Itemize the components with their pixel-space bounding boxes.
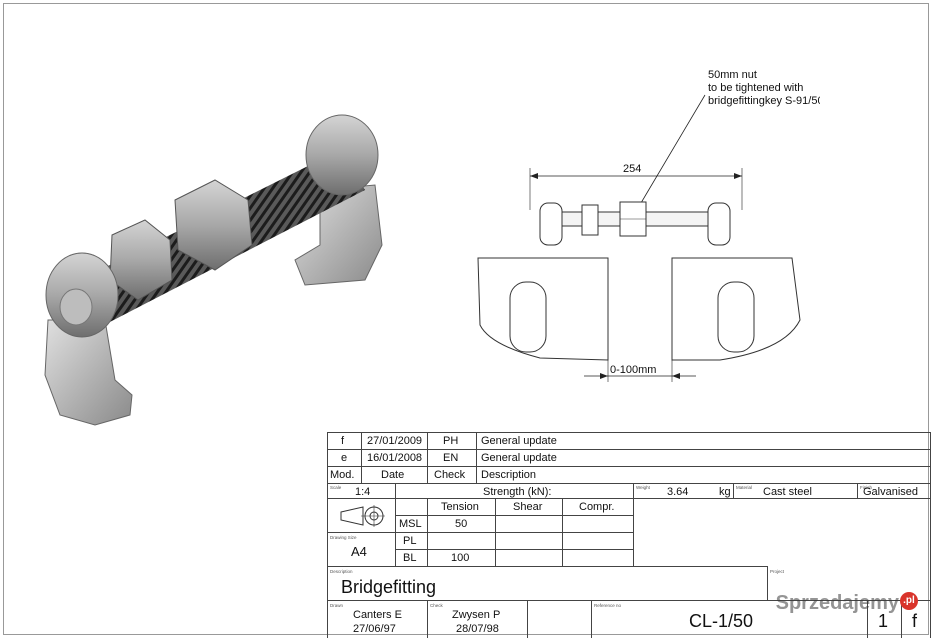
- front-view: 50mm nut to be tightened with bridgefitt…: [477, 69, 820, 382]
- finish-value: Galvanised: [863, 486, 919, 498]
- row-label-pl: PL: [403, 535, 417, 547]
- weight-unit: kg: [719, 486, 731, 498]
- revision-e-check: EN: [443, 452, 459, 464]
- watermark-badge: .pl: [900, 592, 918, 610]
- scale-value: 1:4: [355, 486, 371, 498]
- description-label: Description: [330, 569, 353, 574]
- material-value: Cast steel: [763, 486, 812, 498]
- drawing-frame: [3, 3, 929, 635]
- center-nut: [174, 179, 253, 271]
- left-knuckle: [539, 202, 563, 246]
- revision-f-check: PH: [443, 435, 459, 447]
- reference-label: Reference no: [594, 603, 622, 608]
- checked-date: 28/07/98: [456, 623, 499, 635]
- revision-e-description: General update: [481, 452, 557, 464]
- title-block: f 27/01/2009 PH General update e 16/01/2…: [327, 432, 931, 638]
- note-line-2: to be tightened with: [708, 82, 803, 94]
- note-line-3: bridgefittingkey S-91/50: [708, 95, 820, 107]
- column-compr: Compr.: [579, 501, 615, 513]
- drawn-by: Canters E: [353, 609, 402, 621]
- note-line-1: 50mm nut: [708, 69, 757, 81]
- projection-symbol-icon: [340, 505, 385, 527]
- drawing-size-label: Drawing Size: [330, 535, 357, 540]
- msl-tension: 50: [455, 518, 468, 530]
- checked-label: Check: [430, 603, 443, 608]
- revision-header-check: Check: [434, 469, 466, 481]
- scale-label: Scale: [330, 485, 342, 490]
- weight-value: 3.64: [667, 486, 689, 498]
- lock-nut-front: [581, 204, 599, 236]
- dimension-width-label: 254: [623, 163, 641, 175]
- column-shear: Shear: [513, 501, 543, 513]
- row-label-bl: BL: [403, 552, 417, 564]
- revision-f-description: General update: [481, 435, 557, 447]
- revision-f-mod: f: [341, 435, 345, 447]
- revision-header-mod: Mod.: [330, 469, 355, 481]
- drawing-title: Bridgefitting: [341, 577, 437, 597]
- sheet-number: 1: [878, 611, 889, 631]
- column-tension: Tension: [441, 501, 479, 513]
- right-clamp-foot: [294, 184, 383, 286]
- drawn-date: 27/06/97: [353, 623, 396, 635]
- right-end-cap: [305, 114, 379, 196]
- revision-header-date: Date: [381, 469, 405, 481]
- revision-header-description: Description: [481, 469, 537, 481]
- watermark-text: Sprzedajemy: [775, 592, 899, 614]
- strength-label: Strength (kN):: [483, 486, 552, 498]
- row-label-msl: MSL: [399, 518, 422, 530]
- bl-tension: 100: [451, 552, 470, 564]
- drawing-number: CL-1/50: [689, 611, 754, 631]
- checked-by: Zwysen P: [452, 609, 501, 621]
- drawn-label: Drawn: [330, 603, 344, 608]
- material-label: Material: [736, 485, 753, 490]
- drawing-size-value: A4: [351, 544, 367, 559]
- weight-label: Weight: [636, 485, 650, 490]
- revision-e-date: 16/01/2008: [367, 452, 423, 464]
- project-label: Project: [770, 569, 785, 574]
- revision-letter: f: [912, 611, 918, 631]
- watermark: Sprzedajemy.pl: [776, 592, 918, 615]
- left-clamp-foot: [44, 319, 133, 426]
- revision-e-mod: e: [341, 452, 348, 464]
- revision-f-date: 27/01/2009: [367, 435, 423, 447]
- dimension-gap-label: 0-100mm: [610, 364, 656, 376]
- right-knuckle: [707, 202, 731, 246]
- isometric-view: [44, 114, 383, 426]
- finish-label: Finish: [860, 485, 873, 490]
